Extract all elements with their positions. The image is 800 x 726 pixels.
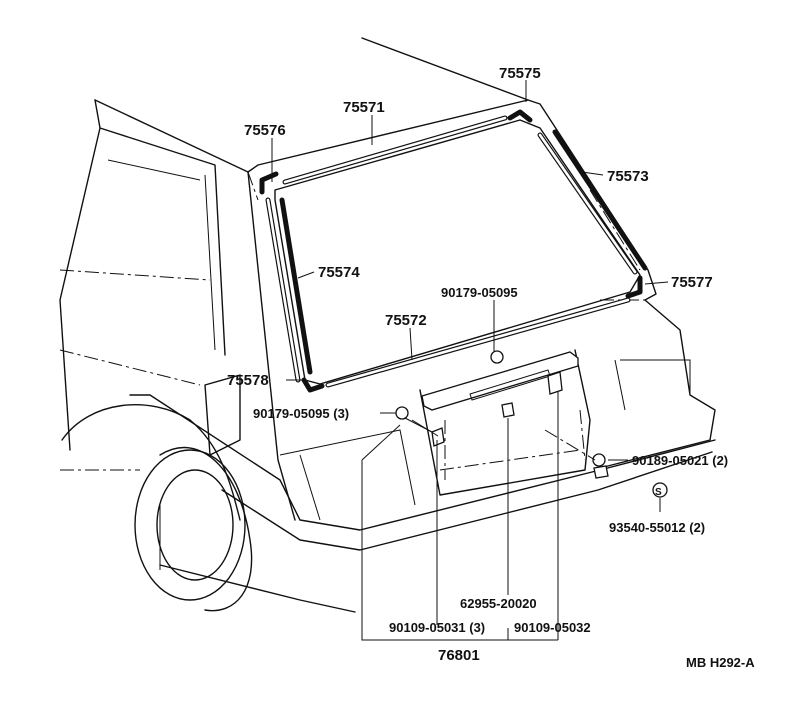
label-90189-05021: 90189-05021 (2) — [632, 453, 728, 468]
label-62955-20020: 62955-20020 — [460, 596, 537, 611]
label-90109-05032: 90109-05032 — [514, 620, 591, 635]
label-75578: 75578 — [227, 372, 269, 389]
screw-icon — [431, 427, 445, 447]
label-90179-05095-left: 90179-05095 (3) — [253, 406, 349, 421]
label-75571: 75571 — [343, 99, 385, 116]
svg-text:S: S — [655, 487, 662, 498]
grommet-icon — [593, 465, 609, 479]
screw-icon-right — [592, 453, 606, 467]
back-door-garnish: S — [395, 350, 668, 498]
label-75572: 75572 — [385, 312, 427, 329]
nut-icon — [395, 406, 409, 420]
label-90179-05095-top: 90179-05095 — [441, 285, 518, 300]
clip-icon — [490, 350, 504, 364]
leader-lines — [271, 80, 669, 641]
label-75574: 75574 — [318, 264, 360, 281]
drawing-code: MB H292-A — [686, 655, 755, 670]
seal-washer-icon — [652, 482, 668, 498]
rear-window-glass — [274, 119, 641, 385]
label-75577: 75577 — [671, 274, 713, 291]
label-75573: 75573 — [607, 168, 649, 185]
label-93540-55012: 93540-55012 (2) — [609, 520, 705, 535]
car-body-outline — [59, 37, 716, 613]
part-labels: 75575 75571 75576 75573 75574 75577 9017… — [227, 65, 755, 670]
label-75576: 75576 — [244, 122, 286, 139]
label-76801: 76801 — [438, 647, 480, 664]
clip-icon-2 — [501, 402, 515, 418]
moulding-strips — [259, 109, 648, 393]
label-75575: 75575 — [499, 65, 541, 82]
bracket-icon — [547, 371, 563, 395]
label-90109-05031: 90109-05031 (3) — [389, 620, 485, 635]
